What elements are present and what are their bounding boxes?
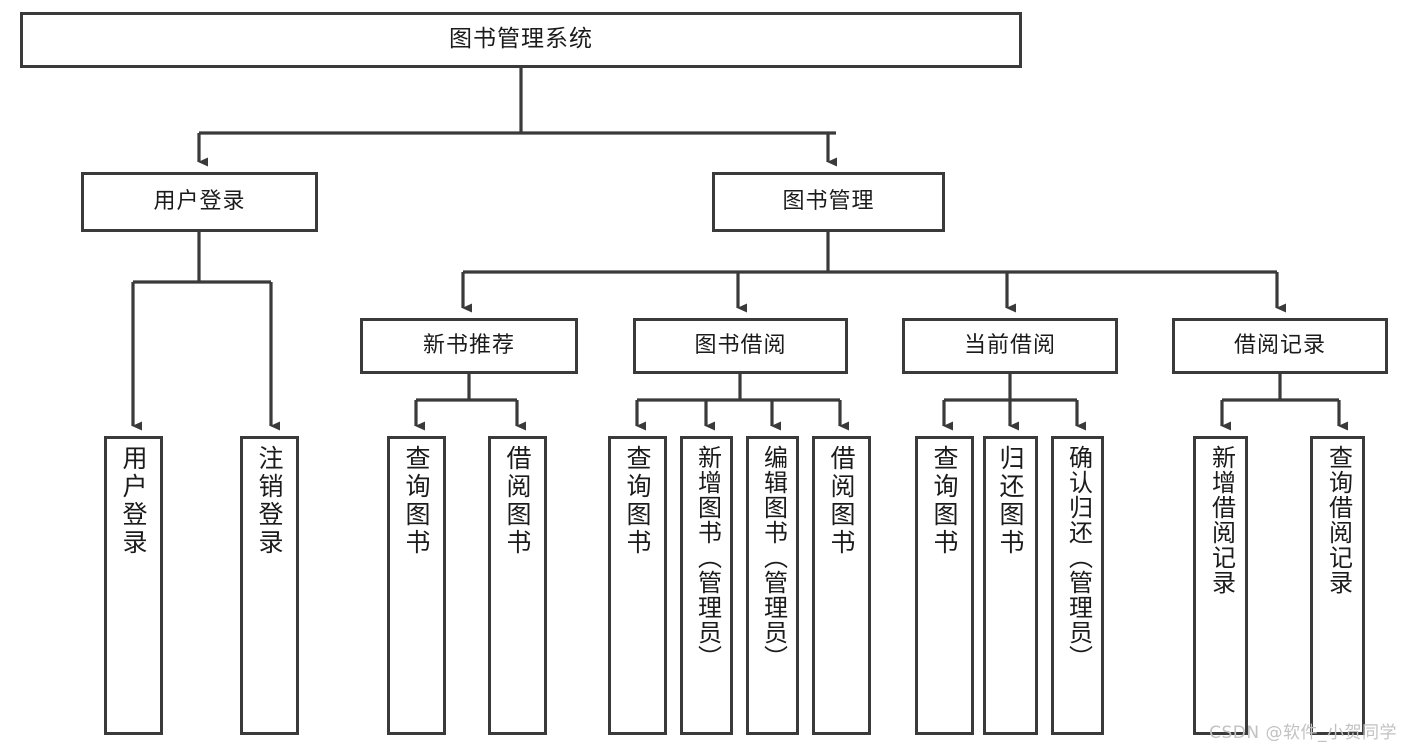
leaf-user-login-login[interactable]: 用户登录 [104,436,163,735]
node-new-book-recommend[interactable]: 新书推荐 [360,318,578,374]
leaf-borrow-borrow-book[interactable]: 借阅图书 [812,436,871,735]
leaf-label: 编辑图书（管理员） [759,445,788,670]
leaf-label: 查询图书 [623,445,652,557]
leaf-borrow-add-book-admin[interactable]: 新增图书（管理员） [680,436,733,735]
node-borrow-record[interactable]: 借阅记录 [1172,318,1388,374]
leaf-label: 新增借阅记录 [1207,445,1236,595]
leaf-user-login-logout[interactable]: 注销登录 [240,436,299,735]
leaf-label: 查询图书 [930,445,959,557]
leaf-current-query-book[interactable]: 查询图书 [915,436,974,735]
node-current-borrow[interactable]: 当前借阅 [902,318,1118,374]
leaf-record-add-record[interactable]: 新增借阅记录 [1193,436,1248,735]
leaf-current-confirm-return-admin[interactable]: 确认归还（管理员） [1051,436,1104,735]
leaf-label: 新增图书（管理员） [693,445,722,670]
watermark-text: CSDN @软件_小贺同学 [1209,723,1397,743]
leaf-label: 借阅图书 [503,445,532,557]
leaf-label: 确认归还（管理员） [1064,445,1093,670]
leaf-label: 查询图书 [402,445,431,557]
leaf-label: 注销登录 [255,445,284,557]
leaf-label: 查询借阅记录 [1324,445,1353,595]
leaf-record-query-record[interactable]: 查询借阅记录 [1310,436,1365,735]
node-book-borrow[interactable]: 图书借阅 [633,318,848,374]
leaf-borrow-edit-book-admin[interactable]: 编辑图书（管理员） [746,436,799,735]
leaf-borrow-query-book[interactable]: 查询图书 [608,436,667,735]
node-user-login[interactable]: 用户登录 [81,172,318,232]
leaf-label: 用户登录 [119,445,148,557]
leaf-recommend-borrow-book[interactable]: 借阅图书 [488,436,547,735]
node-book-management[interactable]: 图书管理 [712,172,945,232]
leaf-label: 借阅图书 [827,445,856,557]
node-root-system[interactable]: 图书管理系统 [20,12,1022,68]
leaf-label: 归还图书 [996,445,1025,557]
leaf-current-return-book[interactable]: 归还图书 [983,436,1038,735]
leaf-recommend-query-book[interactable]: 查询图书 [387,436,446,735]
